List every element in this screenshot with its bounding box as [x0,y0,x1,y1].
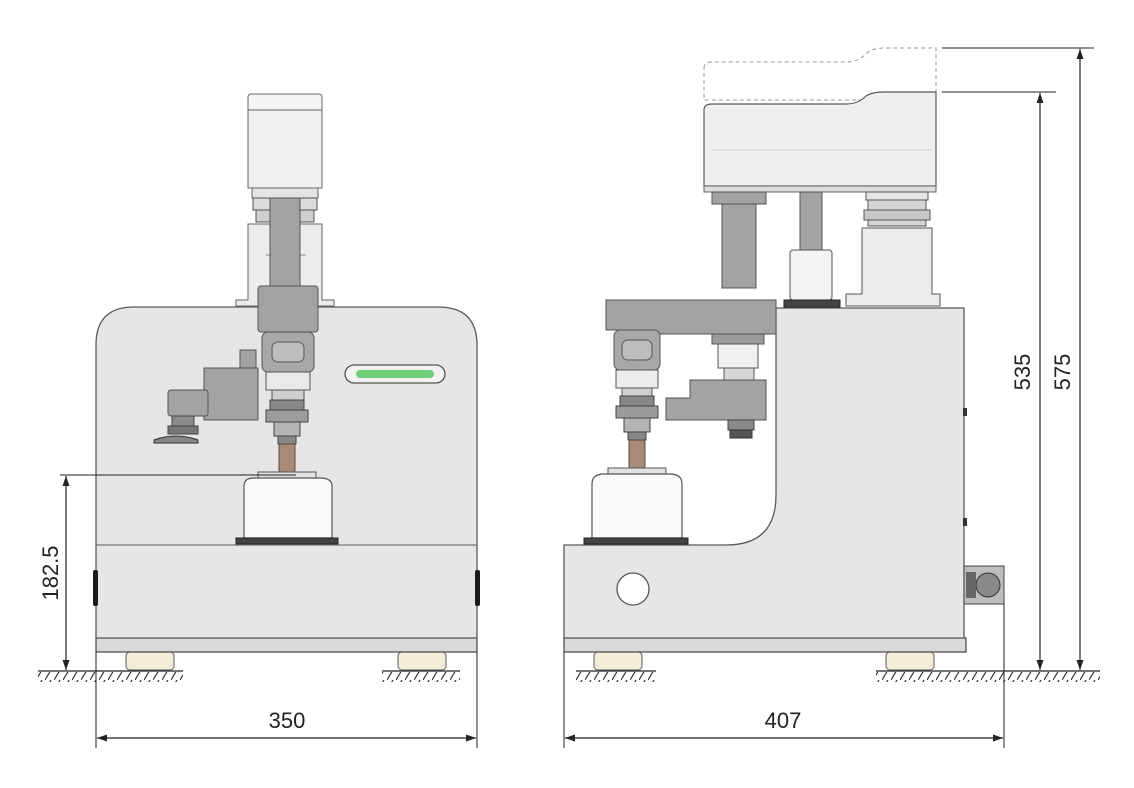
side-base-plate [563,637,967,653]
front-side-handle-right [475,570,480,606]
side-round-port [616,572,650,606]
dim-height-raised-label: 575 [1050,354,1075,391]
ground-hatch-left [38,670,460,682]
front-motor-top [247,93,323,113]
front-view: 182.5 350 [38,93,480,748]
side-gripper [665,379,767,439]
front-vertical-shaft [269,197,301,289]
dim-side-depth-label: 407 [765,708,802,733]
side-top-head [703,91,937,187]
front-side-gripper [153,349,259,444]
rear-connector [963,565,1005,605]
side-view: 535 575 407 [563,47,1100,748]
ground-hatch-right [576,670,1100,682]
dim-table-height-label: 182.5 [38,545,63,600]
front-spindle [278,443,296,473]
front-motor-body [247,109,323,189]
front-side-handle-left [93,570,98,606]
status-indicator-light [356,370,434,378]
side-foot-right [885,651,935,671]
side-foot-left [593,651,643,671]
front-base-plate [95,637,478,653]
dim-front-width-label: 350 [269,708,306,733]
side-horizontal-arm [605,299,777,335]
front-sample-holder [243,477,333,539]
front-foot-left [125,651,175,671]
dim-height-lowered-label: 535 [1010,354,1035,391]
side-spindle [628,439,646,469]
head-raised-outline [703,47,937,101]
side-vertical-shaft [711,191,767,205]
front-arm-block [257,285,319,333]
side-sample-holder [591,473,683,539]
front-foot-right [397,651,447,671]
